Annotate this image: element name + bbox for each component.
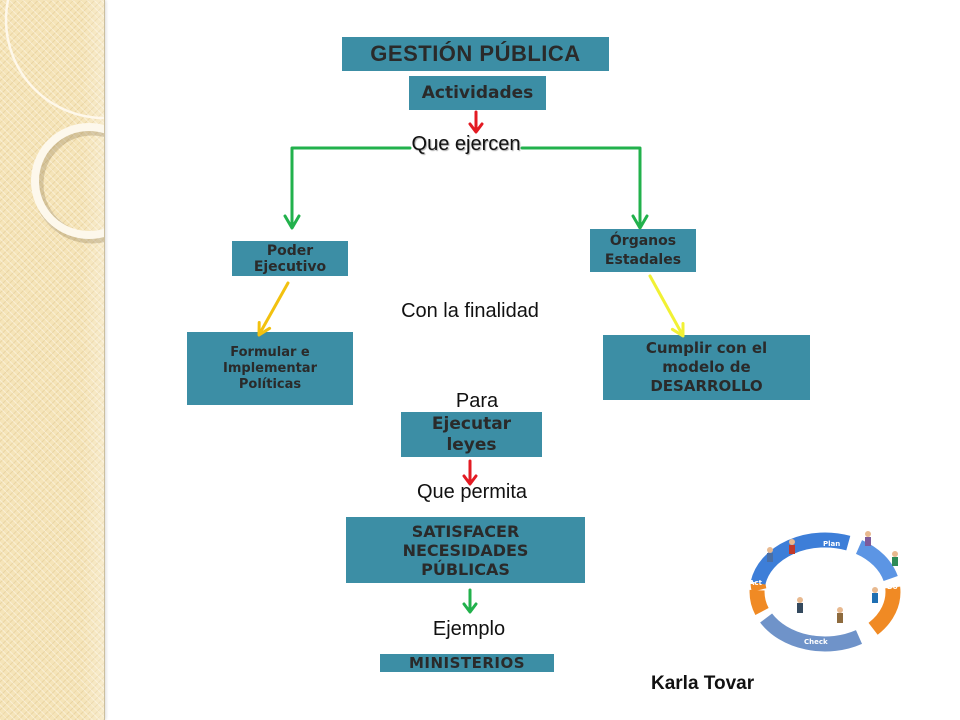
arrow-shaft bbox=[648, 274, 684, 336]
decorative-rings-icon bbox=[4, 0, 104, 244]
decorative-arc bbox=[4, 0, 104, 120]
person-figure bbox=[797, 597, 803, 613]
arrow-activities-to-ejercen bbox=[468, 110, 484, 134]
person-figure bbox=[837, 607, 843, 623]
state-organs-box: Órganos Estadales bbox=[590, 229, 696, 272]
arrowhead bbox=[462, 602, 478, 614]
formulate-policies-box: Formular e Implementar Políticas bbox=[187, 332, 353, 405]
execute-laws-label: Ejecutar leyes bbox=[431, 413, 512, 455]
arrow-ejercen-to-state-organs bbox=[520, 146, 649, 230]
arrow-ejercen-to-executive-power bbox=[283, 146, 412, 230]
ministries-box: MINISTERIOS bbox=[380, 654, 554, 672]
activities-box: Actividades bbox=[409, 76, 546, 110]
arrow-shaft bbox=[290, 146, 412, 229]
activities-label: Actividades bbox=[421, 83, 534, 103]
executive-power-label: Poder Ejecutivo bbox=[253, 242, 327, 275]
person-figure bbox=[892, 551, 898, 566]
decorative-side-strip bbox=[0, 0, 105, 720]
arrow-organs-to-development bbox=[648, 274, 685, 338]
link-ejemplo: Ejemplo bbox=[432, 618, 506, 640]
page-title: GESTIÓN PÚBLICA bbox=[370, 41, 581, 66]
link-con-la-finalidad: Con la finalidad bbox=[401, 300, 539, 322]
person-figure bbox=[865, 531, 871, 546]
pdca-label-do: Do bbox=[887, 583, 898, 591]
cycle-segment bbox=[750, 582, 767, 592]
link-que-ejercen: Que ejercen bbox=[411, 133, 521, 155]
formulate-policies-label: Formular e Implementar Políticas bbox=[223, 344, 317, 392]
link-para: Para bbox=[455, 390, 499, 412]
person-figure bbox=[767, 547, 773, 562]
arrow-shaft bbox=[258, 281, 290, 335]
pdca-label-act: Act bbox=[749, 579, 763, 587]
cycle-segment bbox=[749, 589, 769, 615]
person-figure bbox=[872, 587, 878, 603]
public-needs-label: SATISFACER NECESIDADES PÚBLICAS bbox=[402, 521, 529, 579]
executive-power-box: Poder Ejecutivo bbox=[232, 241, 348, 276]
arrow-shaft bbox=[520, 146, 642, 229]
pdca-cycle-icon: Plan Do Check Act bbox=[749, 531, 901, 652]
link-que-permita: Que permita bbox=[416, 481, 528, 503]
execute-laws-box: Ejecutar leyes bbox=[401, 412, 542, 457]
cycle-segment bbox=[760, 613, 863, 652]
pdca-label-plan: Plan bbox=[823, 540, 840, 548]
arrow-needs-to-ejemplo bbox=[462, 588, 478, 614]
arrowhead bbox=[283, 214, 301, 230]
development-model-label: Cumplir con el modelo de DESARROLLO bbox=[645, 339, 768, 395]
arrowhead bbox=[468, 122, 484, 134]
person-figure bbox=[789, 539, 795, 554]
pdca-label-check: Check bbox=[804, 638, 828, 646]
title-box: GESTIÓN PÚBLICA bbox=[342, 37, 609, 71]
author-name: Karla Tovar bbox=[651, 673, 755, 694]
arrowhead bbox=[631, 214, 649, 230]
cycle-segment bbox=[868, 586, 901, 635]
arrow-executive-to-policies bbox=[257, 281, 290, 337]
cycle-segment bbox=[855, 540, 898, 582]
pdca-cycle-image: Plan Do Check Act bbox=[730, 520, 915, 665]
development-model-box: Cumplir con el modelo de DESARROLLO bbox=[603, 335, 810, 400]
public-needs-box: SATISFACER NECESIDADES PÚBLICAS bbox=[346, 517, 585, 583]
ministries-label: MINISTERIOS bbox=[408, 654, 526, 672]
decorative-ring bbox=[31, 123, 104, 239]
state-organs-label: Órganos Estadales bbox=[604, 232, 682, 268]
